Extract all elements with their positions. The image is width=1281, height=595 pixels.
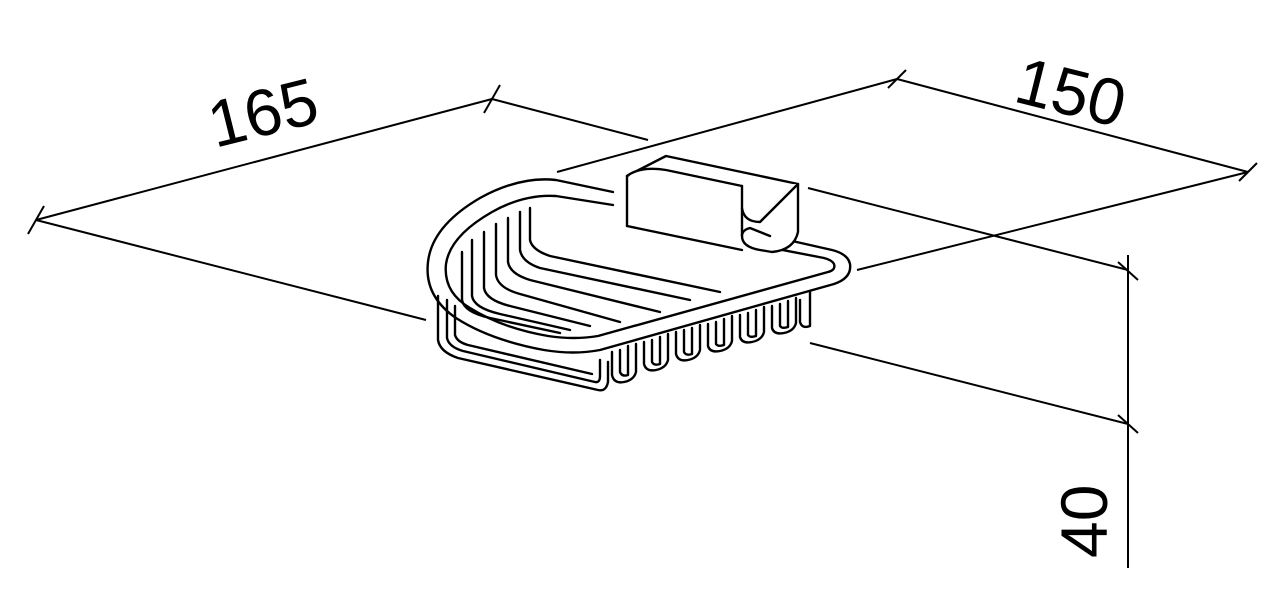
basket-inner-wires bbox=[460, 206, 722, 335]
extension-line-back-top bbox=[556, 78, 898, 173]
dimension-line-depth bbox=[896, 78, 1249, 173]
tick-length-start bbox=[27, 205, 45, 235]
extension-line-left-back bbox=[491, 98, 649, 141]
basket-lower-rings bbox=[436, 294, 610, 392]
extension-line-height-bottom bbox=[809, 342, 1129, 425]
dimension-label-length: 165 bbox=[200, 63, 325, 161]
extension-line-left-front bbox=[35, 219, 427, 321]
dimension-depth bbox=[556, 69, 1258, 271]
tick-depth-end bbox=[1238, 162, 1258, 182]
dimension-line-length bbox=[35, 98, 493, 221]
basket-front-loops bbox=[610, 290, 812, 384]
dimension-label-depth: 150 bbox=[1009, 43, 1134, 141]
tick-height-bottom bbox=[1117, 414, 1139, 434]
tick-length-end bbox=[483, 84, 501, 114]
basket-top-rim bbox=[426, 178, 852, 354]
extension-line-right bbox=[856, 171, 1249, 271]
tick-height-top bbox=[1117, 261, 1139, 281]
soap-basket bbox=[426, 154, 852, 392]
extension-line-height-top bbox=[807, 187, 1129, 271]
tick-depth-start bbox=[887, 69, 907, 89]
wall-mount-block bbox=[625, 154, 800, 254]
dimension-label-height: 40 bbox=[1047, 485, 1121, 558]
dimension-height bbox=[807, 187, 1139, 568]
dimension-length bbox=[27, 84, 649, 321]
